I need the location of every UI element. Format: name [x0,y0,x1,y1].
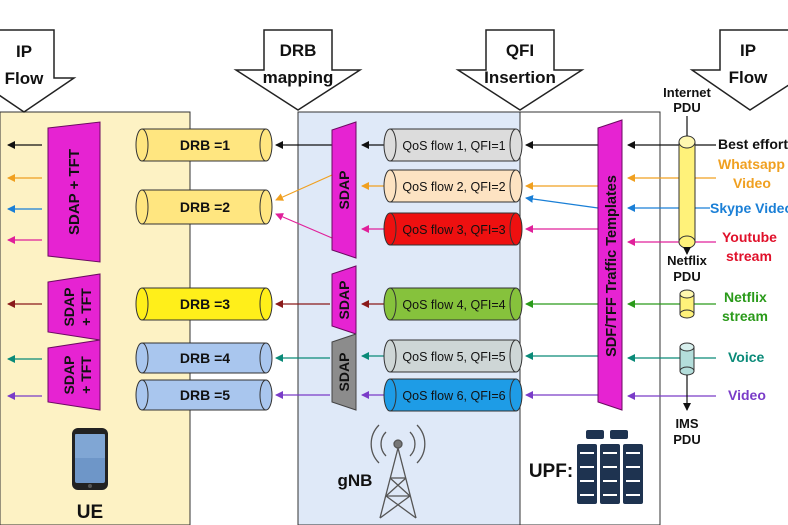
stream-youtube-label-1: Youtube [722,229,777,245]
qfi-insertion-header: QFI Insertion [455,29,585,111]
gnb-sdap-label-2: SDAP [336,281,352,320]
drb-4-label: DRB =4 [180,350,230,366]
stream-voice-label: Voice [728,349,765,365]
gnb-sdap-block-1: SDAP [331,121,357,259]
qos-flow-1: QoS flow 1, QFI=1 [383,128,523,162]
stream-whatsapp-label-1: Whatsapp [718,156,785,172]
drb-mapping-line1: DRB [280,41,317,60]
arrow-gnb-drb2-orange [275,174,333,201]
qos-flow-3-label: QoS flow 3, QFI=3 [402,223,505,237]
drb-2-label: DRB =2 [180,199,230,215]
gnb-sdap-block-3: SDAP [331,333,357,411]
drb-1: DRB =1 [135,128,273,162]
drb-mapping-line2: mapping [263,68,334,87]
drb-3: DRB =3 [135,287,273,321]
qfi-insertion-line2: Insertion [484,68,556,87]
gnb-sdap-label-1: SDAP [336,171,352,210]
ip-flow-right-line1: IP [740,41,756,60]
ip-flow-right-line2: Flow [729,68,768,87]
internet-pdu-label-1: Internet [663,85,711,100]
qos-flow-5: QoS flow 5, QFI=5 [383,339,523,373]
ue-label: UE [77,502,103,523]
qos-flow-5-label: QoS flow 5, QFI=5 [402,350,505,364]
drb-4: DRB =4 [135,342,273,374]
gnb-sdap-block-2: SDAP [331,265,357,335]
drb-1-label: DRB =1 [180,137,230,153]
qos-flow-6-label: QoS flow 6, QFI=6 [402,389,505,403]
ip-flow-right-header: IP Flow [689,29,788,111]
stream-whatsapp-label-2: Video [733,175,771,191]
ip-flow-left-header: IP Flow [0,29,77,113]
ue-sdap-tft-label-1: SDAP + TFT [66,149,83,235]
qos-flow-1-label: QoS flow 1, QFI=1 [402,139,505,153]
drb-3-label: DRB =3 [180,296,230,312]
ue-sdap-tft-label-3b: + TFT [78,356,94,394]
ip-flow-left-line1: IP [16,42,32,61]
drb-5: DRB =5 [135,379,273,411]
stream-netflix-label-2: stream [722,308,768,324]
ims-pdu-label-2: PDU [673,432,700,447]
qos-flow-2: QoS flow 2, QFI=2 [383,169,523,203]
stream-video-label: Video [728,387,766,403]
smartphone-icon [72,428,108,490]
netflix-pdu-label-1: Netflix [667,253,708,268]
drb-mapping-header: DRB mapping [233,29,363,111]
ue-sdap-tft-block-1: SDAP + TFT [47,121,101,263]
drb-5-label: DRB =5 [180,387,230,403]
stream-best-effort-label: Best effort [718,136,788,152]
ue-sdap-tft-block-2: SDAP + TFT [47,273,101,341]
sdf-tff-label: SDF/TFF Traffic Templates [604,175,620,357]
internet-pdu-label-2: PDU [673,100,700,115]
stream-netflix-label-1: Netflix [724,289,767,305]
stream-youtube-label-2: stream [726,248,772,264]
arrow-upf-qos2-blue [525,195,599,209]
ims-pdu-tube [679,342,695,376]
sdf-tff-block: SDF/TFF Traffic Templates [597,119,623,411]
arrow-gnb-drb2-pink [275,213,333,239]
netflix-pdu-tube [679,289,695,319]
stream-skype-label: Skype Video [710,200,788,216]
qos-flow-4-label: QoS flow 4, QFI=4 [402,298,505,312]
upf-label: UPF: [529,461,573,482]
ip-flow-left-line2: Flow [5,69,44,88]
ue-sdap-tft-label-3a: SDAP [61,356,77,395]
drb-2: DRB =2 [135,189,273,225]
server-rack-icon [577,430,643,504]
qfi-insertion-line1: QFI [506,41,534,60]
qos-flow-2-label: QoS flow 2, QFI=2 [402,180,505,194]
ue-sdap-tft-block-3: SDAP + TFT [47,339,101,411]
qos-flow-4: QoS flow 4, QFI=4 [383,287,523,321]
ue-sdap-tft-label-2b: + TFT [78,288,94,326]
gnb-sdap-label-3: SDAP [336,353,352,392]
ue-sdap-tft-label-2a: SDAP [61,288,77,327]
cell-tower-icon [370,424,426,519]
netflix-pdu-label-2: PDU [673,269,700,284]
qos-flow-3: QoS flow 3, QFI=3 [383,212,523,246]
ims-pdu-label-1: IMS [675,416,698,431]
qos-flow-6: QoS flow 6, QFI=6 [383,378,523,412]
internet-pdu-tube [678,135,696,249]
gnb-label: gNB [338,471,373,490]
